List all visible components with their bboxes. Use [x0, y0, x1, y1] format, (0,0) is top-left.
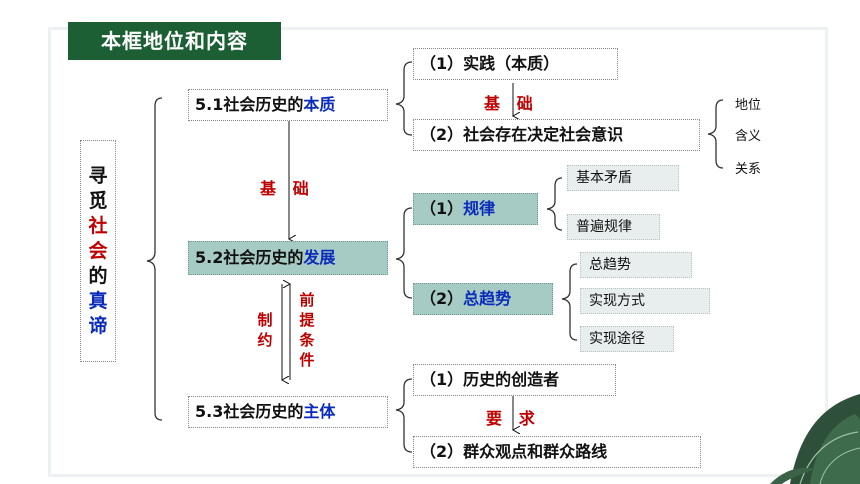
sub-practice: （1）实践（本质） [413, 48, 618, 80]
sub-existence-consciousness: （2）社会存在决定社会意识 [413, 119, 700, 151]
side-item-status: 地位 [735, 98, 762, 113]
root-char-7: 谛 [88, 314, 108, 337]
sub-law-prefix: （1） [420, 199, 464, 218]
label-premise-4: 件 [299, 351, 315, 369]
slide-frame [48, 27, 828, 477]
root-node: 寻 觅 社 会 的 真 谛 [80, 140, 116, 362]
root-char-6: 真 [88, 289, 108, 312]
root-char-3: 社 [88, 214, 108, 237]
sub-trend-prefix: （2） [420, 289, 464, 308]
label-premise: 前 提 条 件 [299, 290, 315, 370]
label-restrict: 制 约 [257, 310, 273, 350]
leaf-overall-trend: 总趋势 [580, 252, 692, 278]
sub-creator: （1）历史的创造者 [413, 364, 616, 396]
side-item-meaning: 含义 [735, 129, 762, 144]
sub-trend-keyword: 总趋势 [463, 289, 512, 308]
root-char-1: 寻 [88, 164, 108, 187]
node-development: 5.2社会历史的发展 [188, 241, 388, 275]
label-premise-3: 条 [299, 331, 315, 349]
leaf-realization-path: 实现途径 [580, 326, 674, 352]
node-subject: 5.3社会历史的主体 [188, 396, 388, 428]
label-basis-mid: 基 础 [260, 179, 309, 198]
label-premise-1: 前 [299, 291, 315, 309]
label-restrict-1: 制 [257, 311, 273, 329]
root-char-4: 会 [88, 239, 108, 262]
label-premise-2: 提 [299, 311, 315, 329]
node-development-keyword: 发展 [303, 248, 336, 267]
decorative-leaf-icon [770, 394, 860, 484]
label-require: 要 求 [486, 409, 535, 428]
node-subject-keyword: 主体 [303, 402, 336, 421]
sub-trend: （2）总趋势 [413, 283, 553, 315]
node-essence-keyword: 本质 [303, 95, 336, 114]
root-char-2: 觅 [88, 189, 108, 212]
node-development-prefix: 5.2社会历史的 [195, 248, 304, 267]
leaf-basic-contradiction: 基本矛盾 [567, 165, 679, 191]
label-basis-top: 基 础 [484, 94, 533, 113]
slide-title: 本框地位和内容 [68, 22, 281, 60]
sub-mass-line: （2）群众观点和群众路线 [413, 436, 701, 468]
node-essence-prefix: 5.1社会历史的 [195, 95, 304, 114]
leaf-universal-law: 普遍规律 [567, 214, 660, 240]
node-subject-prefix: 5.3社会历史的 [195, 402, 304, 421]
leaf-realization-method: 实现方式 [580, 288, 710, 314]
sub-law: （1）规律 [413, 193, 538, 225]
sub-law-keyword: 规律 [463, 199, 496, 218]
side-item-relation: 关系 [735, 162, 762, 177]
label-restrict-2: 约 [257, 331, 273, 349]
root-char-5: 的 [88, 264, 108, 287]
node-essence: 5.1社会历史的本质 [188, 89, 388, 121]
